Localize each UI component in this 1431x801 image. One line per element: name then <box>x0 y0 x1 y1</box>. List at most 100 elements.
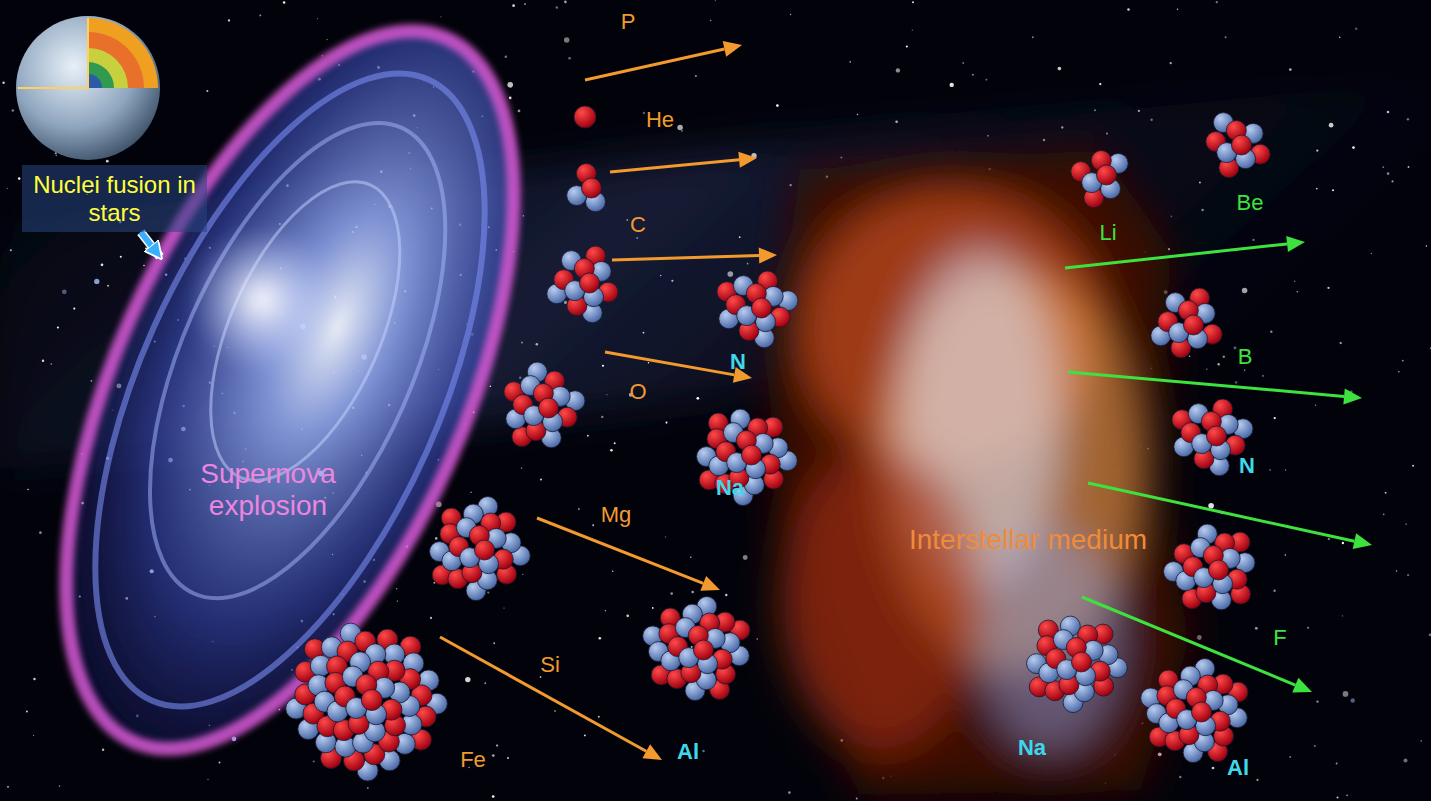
star <box>1316 188 1318 190</box>
star <box>1316 700 1318 702</box>
star <box>605 610 606 611</box>
nucleus <box>1151 288 1222 358</box>
star <box>1429 633 1431 636</box>
star <box>1270 331 1272 333</box>
star <box>396 588 398 590</box>
arrow-head <box>738 152 757 168</box>
star <box>487 591 489 593</box>
star <box>102 749 104 751</box>
nucleus <box>717 271 798 348</box>
element-label: B <box>1238 346 1253 368</box>
star <box>1404 759 1408 763</box>
star <box>26 711 28 713</box>
star <box>120 256 122 258</box>
star <box>1342 615 1343 616</box>
star <box>592 524 594 526</box>
star <box>1225 36 1227 38</box>
star <box>739 236 741 238</box>
star <box>556 6 559 8</box>
flow-arrow <box>537 518 703 583</box>
star <box>1315 405 1316 406</box>
star <box>509 97 512 100</box>
star <box>536 343 538 345</box>
star <box>518 110 521 113</box>
star <box>1382 166 1384 168</box>
star <box>219 762 221 764</box>
star <box>564 37 570 43</box>
star <box>1171 216 1173 218</box>
star <box>747 263 749 265</box>
star <box>1387 111 1390 114</box>
star <box>1327 287 1329 289</box>
star <box>1343 691 1349 697</box>
star <box>207 779 208 780</box>
element-label: N <box>730 351 746 373</box>
star <box>1426 245 1427 246</box>
star <box>521 342 523 344</box>
star <box>228 19 230 21</box>
arrow-head <box>1292 678 1312 693</box>
star <box>710 20 711 21</box>
star <box>1216 1 1218 3</box>
star <box>912 1 914 3</box>
star <box>1177 9 1179 11</box>
star <box>12 109 15 112</box>
star <box>1307 627 1309 629</box>
star <box>1329 123 1334 128</box>
element-label: Fe <box>460 749 486 771</box>
nucleus <box>574 106 596 128</box>
star <box>1407 118 1409 120</box>
star <box>643 332 645 334</box>
star <box>1212 767 1215 770</box>
star <box>1106 133 1108 135</box>
star <box>1387 172 1390 175</box>
star <box>671 280 673 282</box>
star <box>524 3 526 5</box>
star <box>1252 239 1254 241</box>
star <box>1094 109 1096 111</box>
star <box>856 797 858 799</box>
star <box>91 380 93 382</box>
star <box>727 271 733 277</box>
star <box>73 308 75 310</box>
star <box>1150 119 1152 121</box>
element-label: F <box>1273 627 1286 649</box>
flow-arrow <box>585 49 724 80</box>
star <box>101 263 104 266</box>
star <box>725 594 727 596</box>
star <box>143 265 145 267</box>
arrow-head <box>759 248 777 264</box>
nucleus <box>697 409 798 506</box>
star <box>470 491 472 493</box>
star <box>602 365 604 367</box>
star <box>27 489 29 491</box>
star <box>1402 360 1404 362</box>
star <box>652 607 654 609</box>
star <box>895 120 898 123</box>
star <box>440 16 441 17</box>
star <box>39 531 42 534</box>
star <box>1289 756 1291 758</box>
star <box>665 422 667 424</box>
element-label: Al <box>1227 757 1249 779</box>
star <box>1398 371 1399 372</box>
star <box>690 557 691 558</box>
star <box>554 710 556 712</box>
star <box>1223 356 1225 358</box>
arrow-head <box>1286 236 1305 252</box>
star <box>397 600 398 601</box>
star <box>1430 347 1431 349</box>
star <box>1208 503 1214 509</box>
connector-line <box>141 232 160 257</box>
star <box>7 188 8 189</box>
star <box>490 385 492 387</box>
star <box>492 795 495 798</box>
star <box>367 787 369 789</box>
star <box>743 555 748 560</box>
star <box>56 155 58 157</box>
star <box>1217 363 1219 365</box>
star <box>757 638 758 639</box>
flow-arrow <box>1068 372 1344 396</box>
star <box>1352 146 1355 149</box>
